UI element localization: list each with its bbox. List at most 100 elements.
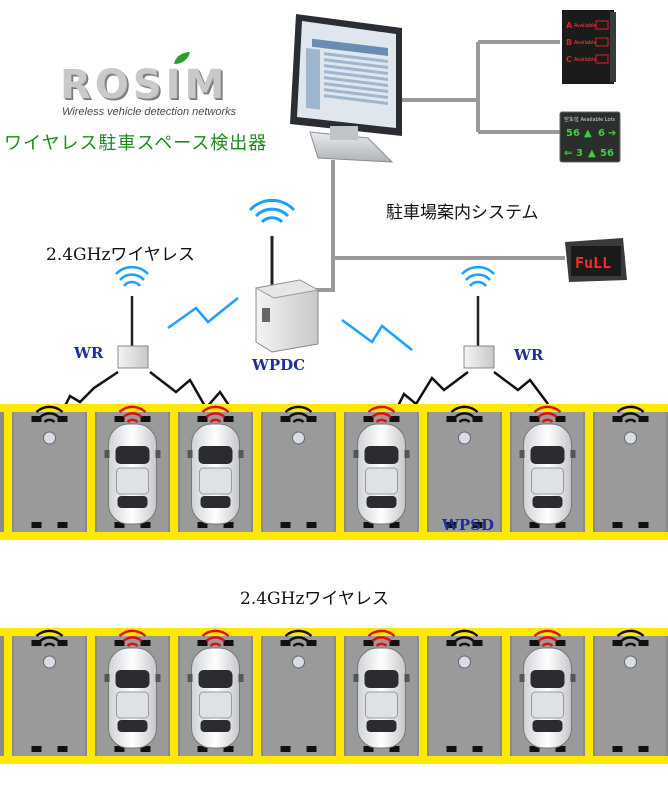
parking-bay-car [180, 405, 251, 532]
bay-divider [419, 628, 427, 764]
sensor-icon [292, 655, 305, 669]
vacant-signal-icon [450, 405, 479, 423]
bay-surface [14, 636, 85, 756]
parking-bay-empty [595, 629, 666, 756]
wr-left-signal-icon [115, 265, 149, 287]
svg-text:⇐: ⇐ [564, 148, 572, 159]
wireless-label-middle: 2.4GHzワイヤレス [240, 589, 389, 609]
lots-row1-right: 6 [598, 128, 605, 139]
bay-mark [363, 746, 374, 752]
lot-line-bottom [0, 756, 668, 764]
bay-surface [429, 636, 500, 756]
sensor-icon [43, 431, 56, 445]
car-icon [104, 647, 161, 749]
lot-line-bottom [0, 532, 668, 540]
wr-right-label: WR [514, 346, 544, 364]
vacant-signal-icon [616, 629, 645, 647]
vacant-signal-icon [616, 405, 645, 423]
wpdc-label: WPDC [252, 356, 306, 374]
bay-mark [280, 640, 291, 646]
car-icon [104, 423, 161, 525]
bay-mark [280, 416, 291, 422]
bay-mark [363, 416, 374, 422]
bay-mark [223, 746, 234, 752]
abc-row-b-text: Available [574, 40, 597, 46]
bay-mark [306, 746, 317, 752]
vacant-signal-icon [284, 629, 313, 647]
bay-mark [31, 746, 42, 752]
bay-mark [612, 640, 623, 646]
vacant-signal-icon [35, 629, 64, 647]
parking-bay-empty [14, 405, 85, 532]
bay-mark [57, 522, 68, 528]
bay-mark [223, 416, 234, 422]
bay-mark [446, 522, 457, 528]
bay-surface [263, 412, 334, 532]
bay-mark [140, 522, 151, 528]
logo: ROSIM [60, 62, 229, 108]
guidance-system-label: 駐車場案内システム [386, 203, 539, 223]
bay-mark [555, 640, 566, 646]
bay-mark [280, 522, 291, 528]
bay-mark [140, 416, 151, 422]
occupied-signal-icon [201, 405, 230, 423]
bay-mark [197, 416, 208, 422]
full-sign-text: FuLL [575, 254, 611, 272]
bay-mark [638, 522, 649, 528]
bay-mark [446, 746, 457, 752]
occupied-signal-icon [367, 629, 396, 647]
bay-mark [306, 640, 317, 646]
svg-text:➔: ➔ [608, 128, 616, 139]
bay-mark [529, 746, 540, 752]
car-icon [353, 647, 410, 749]
lots-row2-right: 56 [600, 148, 614, 159]
abc-row-a-text: Available [574, 23, 597, 29]
occupied-signal-icon [118, 629, 147, 647]
bay-divider [170, 404, 178, 540]
bay-mark [612, 746, 623, 752]
logo-subtitle: Wireless vehicle detection networks [62, 106, 237, 118]
bay-mark [555, 416, 566, 422]
parking-bay-car [512, 629, 583, 756]
abc-row-a-letter: A [566, 21, 573, 30]
sensor-icon [292, 431, 305, 445]
bay-mark [472, 522, 483, 528]
vacant-signal-icon [284, 405, 313, 423]
bay-mark [197, 640, 208, 646]
bay-surface [263, 636, 334, 756]
full-sign: FuLL [565, 238, 627, 282]
abc-row-c-text: Available [574, 57, 597, 63]
bay-mark [529, 522, 540, 528]
lots-sign-header: 空车位 Available Lots [564, 116, 616, 123]
abc-row-c-letter: C [566, 55, 572, 64]
abc-sign: A B C Available Available Available [562, 10, 616, 84]
sensor-icon [43, 655, 56, 669]
bay-mark [57, 746, 68, 752]
bay-divider [253, 628, 261, 764]
bay-mark [389, 416, 400, 422]
bay-mark [389, 746, 400, 752]
wireless-label-top: 2.4GHzワイヤレス [46, 245, 195, 265]
parking-row-top [0, 404, 668, 540]
bay-mark [472, 746, 483, 752]
bay-mark [31, 522, 42, 528]
bay-mark [223, 522, 234, 528]
bay-mark [31, 416, 42, 422]
bay-mark [140, 640, 151, 646]
parking-bay-empty [263, 629, 334, 756]
occupied-signal-icon [533, 405, 562, 423]
svg-text:▲: ▲ [584, 128, 592, 139]
vacant-signal-icon [450, 629, 479, 647]
parking-bay-car [97, 405, 168, 532]
bay-mark [363, 640, 374, 646]
bay-mark [529, 640, 540, 646]
bay-divider [336, 628, 344, 764]
svg-text:▲: ▲ [588, 148, 596, 159]
wr-unit-right [461, 265, 495, 369]
bay-mark [363, 522, 374, 528]
bay-divider [585, 404, 593, 540]
abc-row-b-letter: B [566, 38, 572, 47]
bay-mark [529, 416, 540, 422]
wr-right-signal-icon [461, 265, 495, 287]
